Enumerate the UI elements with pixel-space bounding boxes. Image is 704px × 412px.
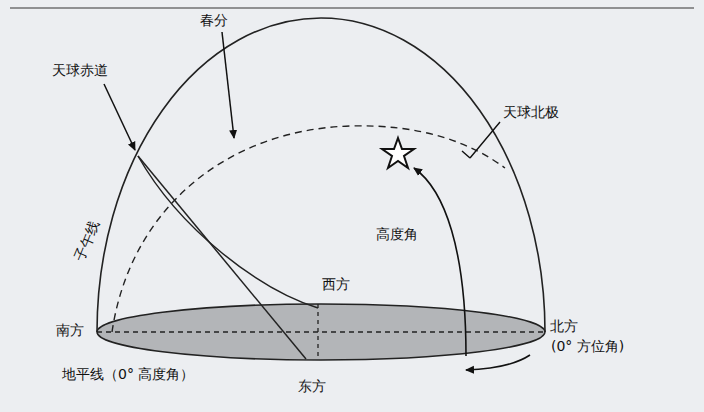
- text-label: 地平线（0° 高度角）: [62, 366, 194, 383]
- star-symbol: [382, 138, 414, 168]
- text-label: 子午线: [71, 218, 102, 263]
- text-label: 北方: [550, 318, 578, 335]
- text-label: 南方: [56, 322, 84, 339]
- text-label: 高度角: [376, 226, 418, 243]
- altitude-arrow: [414, 168, 466, 356]
- equator-line: [138, 156, 306, 359]
- leader-bracket: [462, 122, 500, 158]
- text-label: 西方: [322, 276, 350, 293]
- text-label: 天球北极: [503, 104, 559, 121]
- top-rule: [10, 8, 694, 9]
- horizon-plane: [97, 304, 545, 360]
- text-label: (0° 方位角): [551, 338, 624, 355]
- text-label: 春分: [200, 12, 228, 29]
- text-label: 东方: [298, 378, 326, 395]
- azimuth-arrow: [466, 355, 530, 370]
- east-west-line: [317, 304, 318, 358]
- equator-line: [138, 156, 318, 308]
- celestial-dome: [97, 18, 545, 332]
- pointer-arrow: [222, 32, 234, 138]
- dashed-circle: [112, 126, 505, 332]
- south-north-line: [97, 331, 545, 332]
- text-label: 天球赤道: [52, 62, 108, 79]
- pointer-arrow: [104, 84, 135, 150]
